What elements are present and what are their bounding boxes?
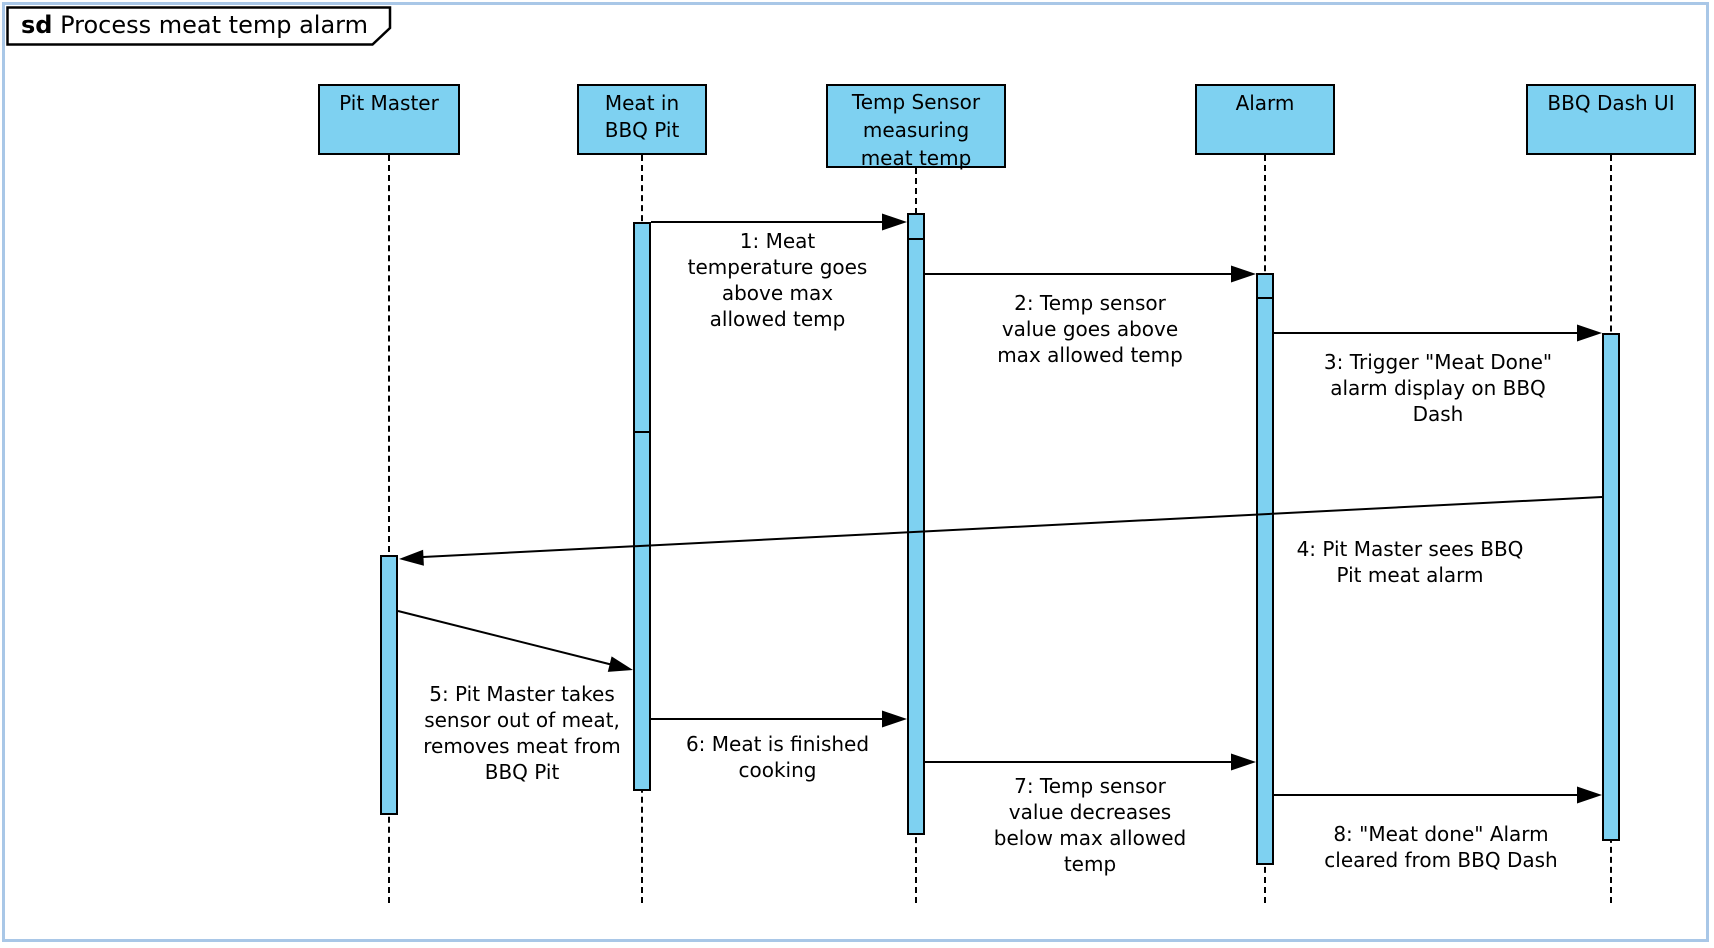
activation-bar-pit-master[interactable] xyxy=(380,555,398,815)
activation-bar-meat-1[interactable] xyxy=(633,222,651,433)
lifeline-box-alarm[interactable]: Alarm xyxy=(1195,84,1335,155)
message-4-arrow[interactable] xyxy=(399,496,1603,566)
lifeline-label: Temp Sensor measuring meat temp xyxy=(851,90,981,170)
frame-title-text: Process meat temp alarm xyxy=(52,11,368,39)
frame-title-tab: sd Process meat temp alarm xyxy=(0,0,420,60)
message-1-arrow[interactable] xyxy=(651,213,907,231)
message-3-arrow[interactable] xyxy=(1274,324,1602,342)
activation-bar-alarm-2[interactable] xyxy=(1256,297,1274,865)
frame-title-keyword: sd xyxy=(21,11,53,39)
frame-title: sd Process meat temp alarm xyxy=(21,11,368,39)
frame-title-tab-shape xyxy=(6,6,392,46)
lifeline-box-meat-in-bbq-pit[interactable]: Meat in BBQ Pit xyxy=(577,84,707,155)
message-2-arrow[interactable] xyxy=(925,265,1256,283)
message-6-label[interactable]: 6: Meat is finished cooking xyxy=(685,732,870,782)
activation-bar-bbq-dash-ui[interactable] xyxy=(1602,333,1620,841)
activation-bar-meat-2[interactable] xyxy=(633,431,651,791)
message-7-label[interactable]: 7: Temp sensor value decreases below max… xyxy=(993,774,1187,876)
message-8-arrow[interactable] xyxy=(1274,786,1602,804)
lifeline-box-pit-master[interactable]: Pit Master xyxy=(318,84,460,155)
message-3-label[interactable]: 3: Trigger "Meat Done" alarm display on … xyxy=(1323,350,1553,426)
activation-bar-temp-sensor-2[interactable] xyxy=(907,238,925,835)
message-5-arrow[interactable] xyxy=(397,610,633,672)
lifeline-label: Pit Master xyxy=(339,91,439,115)
lifeline-box-bbq-dash-ui[interactable]: BBQ Dash UI xyxy=(1526,84,1696,155)
lifeline-line-pit-master xyxy=(388,155,390,903)
activation-bar-temp-sensor-1[interactable] xyxy=(907,213,925,240)
message-7-arrow[interactable] xyxy=(925,753,1256,771)
lifeline-label: Meat in BBQ Pit xyxy=(604,91,680,142)
activation-bar-alarm-1[interactable] xyxy=(1256,273,1274,299)
lifeline-box-temp-sensor[interactable]: Temp Sensor measuring meat temp xyxy=(826,84,1006,170)
lifeline-label: BBQ Dash UI xyxy=(1547,91,1675,115)
message-6-arrow[interactable] xyxy=(651,710,907,728)
message-5-label[interactable]: 5: Pit Master takes sensor out of meat, … xyxy=(423,682,621,784)
message-4-label[interactable]: 4: Pit Master sees BBQ Pit meat alarm xyxy=(1296,537,1524,587)
message-1-label[interactable]: 1: Meat temperature goes above max allow… xyxy=(687,229,868,331)
lifeline-label: Alarm xyxy=(1235,91,1295,115)
message-8-label[interactable]: 8: "Meat done" Alarm cleared from BBQ Da… xyxy=(1324,822,1558,872)
message-2-label[interactable]: 2: Temp sensor value goes above max allo… xyxy=(997,291,1183,367)
